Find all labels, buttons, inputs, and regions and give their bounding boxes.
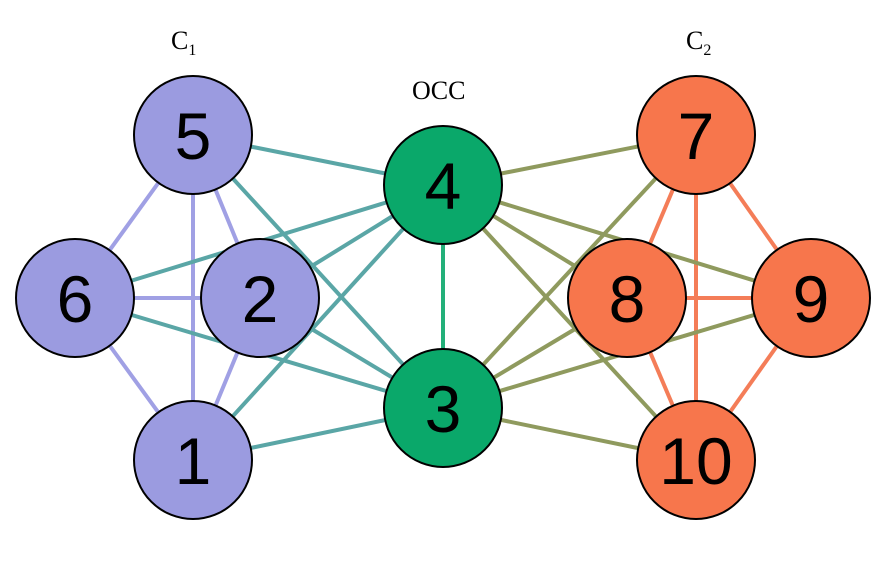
node-circle-1: [133, 400, 253, 520]
node-label-7: 7: [678, 99, 715, 173]
node-10: 10: [636, 400, 756, 520]
node-label-4: 4: [425, 149, 462, 223]
node-circle-7: [636, 75, 756, 195]
edge-5-3: [191, 133, 445, 410]
node-label-1: 1: [175, 424, 212, 498]
node-8: 8: [567, 238, 687, 358]
group-label-occ: OCC: [412, 76, 466, 105]
group-label-c2: C2: [686, 26, 712, 60]
node-2: 2: [200, 238, 320, 358]
node-label-3: 3: [425, 372, 462, 446]
edge-3-7: [441, 133, 698, 410]
node-label-10: 10: [659, 424, 732, 498]
node-circle-10: [636, 400, 756, 520]
node-6: 6: [15, 238, 135, 358]
node-circle-4: [383, 125, 503, 245]
node-circle-8: [567, 238, 687, 358]
edge-1-4: [191, 183, 445, 462]
node-3: 3: [383, 348, 503, 468]
node-label-5: 5: [175, 99, 212, 173]
node-circle-6: [15, 238, 135, 358]
node-circle-5: [133, 75, 253, 195]
node-label-2: 2: [242, 262, 279, 336]
node-label-6: 6: [57, 262, 94, 336]
node-circle-2: [200, 238, 320, 358]
group-label-c1: C1: [171, 26, 197, 60]
node-7: 7: [636, 75, 756, 195]
node-1: 1: [133, 400, 253, 520]
node-5: 5: [133, 75, 253, 195]
edge-4-10: [441, 183, 698, 462]
node-4: 4: [383, 125, 503, 245]
node-label-9: 9: [793, 262, 830, 336]
node-layer: 5 6 2 1 4 3 7 8 9 10: [15, 75, 871, 520]
node-circle-3: [383, 348, 503, 468]
node-label-8: 8: [609, 262, 646, 336]
node-9: 9: [751, 238, 871, 358]
node-circle-9: [751, 238, 871, 358]
